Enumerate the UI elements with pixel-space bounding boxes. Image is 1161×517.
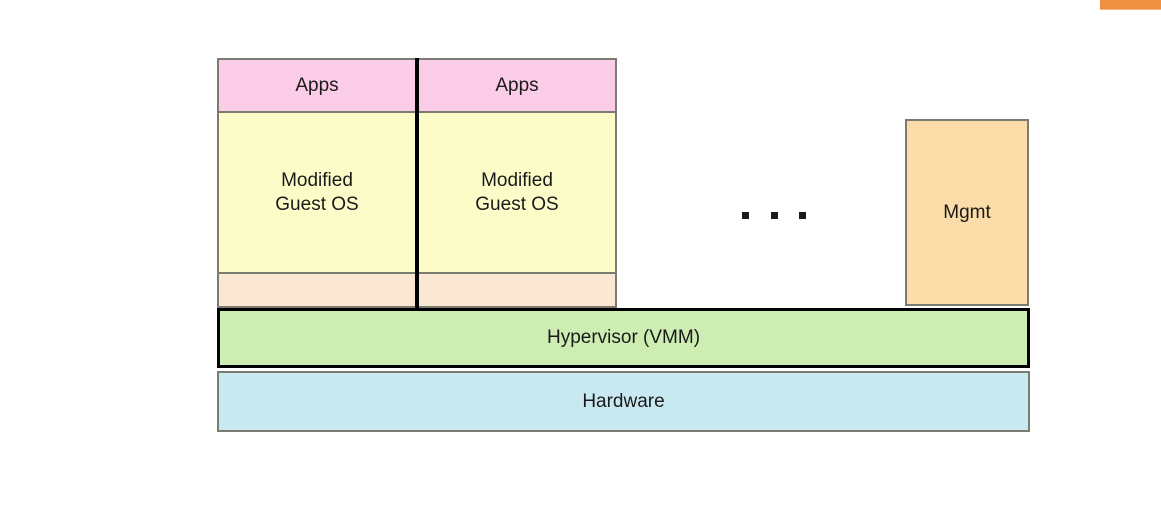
vm2-apps-label: Apps <box>495 74 539 96</box>
management-domain-box: Mgmt <box>905 119 1029 306</box>
vm1-drivers-box <box>217 274 417 308</box>
vm2-guest-os-box: Modified Guest OS <box>417 113 617 274</box>
vm-column-separator <box>415 58 419 308</box>
management-domain-label: Mgmt <box>943 201 991 223</box>
ellipsis-more-vms <box>742 205 806 225</box>
ellipsis-dot <box>770 211 778 219</box>
vm2-apps-box: Apps <box>417 58 617 113</box>
vm2-guest-os-label: Modified Guest OS <box>475 170 559 215</box>
top-accent-bar <box>1100 0 1161 10</box>
hypervisor-layer-label: Hypervisor (VMM) <box>546 327 701 349</box>
hardware-layer-box: Hardware <box>217 371 1030 432</box>
ellipsis-dot <box>799 211 806 219</box>
hypervisor-layer-box: Hypervisor (VMM) <box>217 308 1030 368</box>
vm1-apps-box: Apps <box>217 58 417 113</box>
ellipsis-dot <box>742 211 749 219</box>
vm1-guest-os-box: Modified Guest OS <box>217 113 417 274</box>
hardware-layer-label: Hardware <box>582 390 665 412</box>
vm1-apps-label: Apps <box>295 74 339 96</box>
vm2-drivers-box <box>417 274 617 308</box>
vm1-guest-os-label: Modified Guest OS <box>275 170 359 215</box>
